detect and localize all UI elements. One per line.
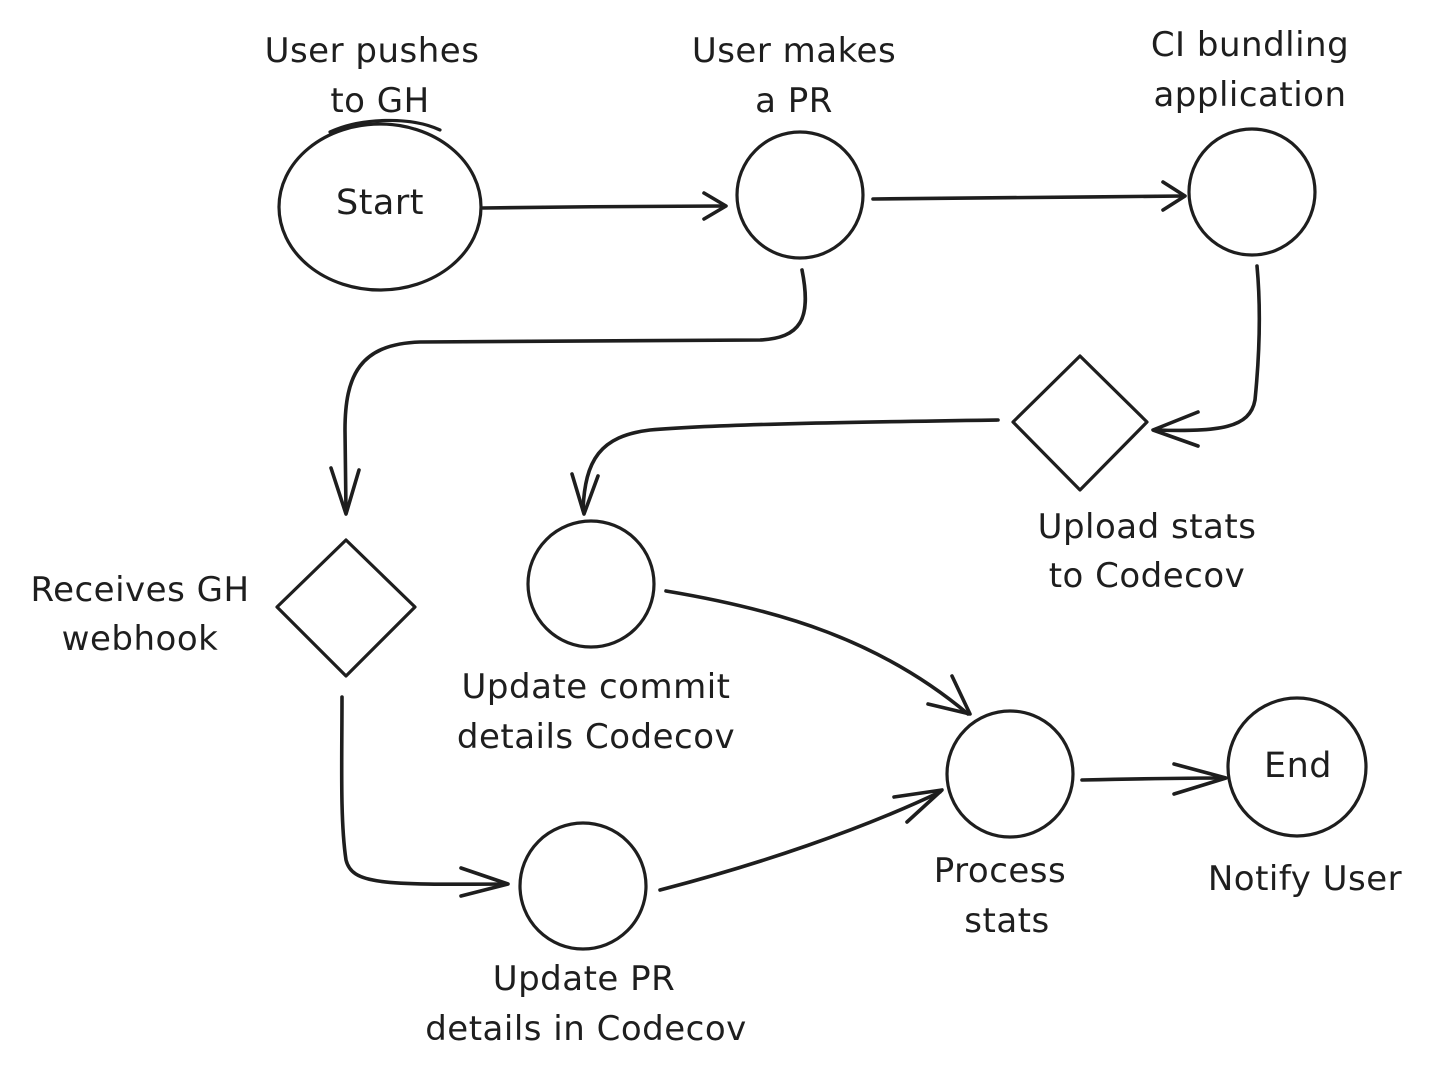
edge-pr-ci-line [871,194,1185,201]
node-commit-circle [526,519,656,649]
label-ci-line2: application [1153,75,1346,115]
edge-pr-webhook-line [343,268,808,514]
edge-webhook-prdetails-arrowhead [459,866,510,898]
edge-pr-ci [871,180,1187,212]
label-upload-line2: to Codecov [1049,556,1246,596]
node-webhook [275,538,417,678]
label-end-line1: Notify User [1208,859,1402,899]
edge-upload-commit-arrowhead [570,472,600,516]
node-prdetails-circle [518,821,648,951]
edge-process-end [1080,762,1228,796]
label-start-line1: User pushes [265,31,480,71]
edge-ci-upload-arrowhead [1151,410,1200,448]
edge-upload-commit [570,418,1000,516]
node-pr [735,130,865,260]
edge-commit-process-arrowhead [926,674,972,716]
edge-pr-ci-arrowhead [1161,180,1187,212]
label-start: User pushes to GH [265,31,480,121]
node-end: End [1226,696,1368,838]
edge-webhook-prdetails [339,695,510,898]
label-upload: Upload stats to Codecov [1038,507,1257,596]
edge-commit-process-line [664,589,970,716]
node-ci [1187,127,1317,257]
label-webhook-line2: webhook [62,619,219,659]
node-pr-circle [735,130,865,260]
label-webhook: Receives GH webhook [30,570,249,659]
label-process-line2: stats [964,901,1049,941]
edge-pr-webhook [329,268,808,516]
edge-prdetails-process-arrowhead [892,788,944,824]
label-commit: Update commit details Codecov [457,667,735,757]
label-ci-line1: CI bundling [1151,25,1349,65]
edge-upload-commit-line [581,418,1000,512]
node-process [945,709,1075,839]
label-pr-line2: a PR [755,81,833,121]
label-start-line2: to GH [330,81,429,121]
edge-process-end-line [1080,776,1226,782]
edge-ci-upload [1151,264,1262,448]
edge-webhook-prdetails-line [339,695,507,887]
node-start: Start [277,118,483,292]
label-upload-line1: Upload stats [1038,507,1257,547]
edge-start-pr-arrowhead [702,191,728,221]
label-prdetails: Update PR details in Codecov [425,959,747,1049]
node-start-text: Start [336,183,424,223]
node-end-text: End [1264,746,1332,786]
label-prdetails-line1: Update PR [493,959,676,999]
label-ci: CI bundling application [1151,25,1349,115]
label-commit-line2: details Codecov [457,717,735,757]
label-end: Notify User [1208,859,1402,899]
node-upload [1011,354,1149,492]
node-webhook-diamond [275,538,417,678]
label-process: Process stats [934,851,1066,941]
label-commit-line1: Update commit [462,667,731,707]
edge-commit-process [664,589,972,716]
node-ci-circle [1187,127,1317,257]
edge-prdetails-process-line [658,790,942,892]
node-start-stroke [328,118,442,134]
node-prdetails [518,821,648,951]
edge-process-end-arrowhead [1172,762,1228,796]
label-prdetails-line2: details in Codecov [425,1009,747,1049]
label-pr-line1: User makes [692,31,896,71]
edge-start-pr [481,191,728,221]
node-commit [526,519,656,649]
node-process-circle [945,709,1075,839]
label-webhook-line1: Receives GH [30,570,249,610]
edge-pr-webhook-arrowhead [329,466,361,516]
label-pr: User makes a PR [692,31,896,121]
edge-prdetails-process [658,788,944,892]
node-upload-diamond [1011,354,1149,492]
label-process-line1: Process [934,851,1066,891]
node-end-circle [1226,696,1368,838]
node-start-circle [277,122,483,292]
edge-start-pr-line [481,204,726,210]
edge-ci-upload-line [1153,264,1262,433]
